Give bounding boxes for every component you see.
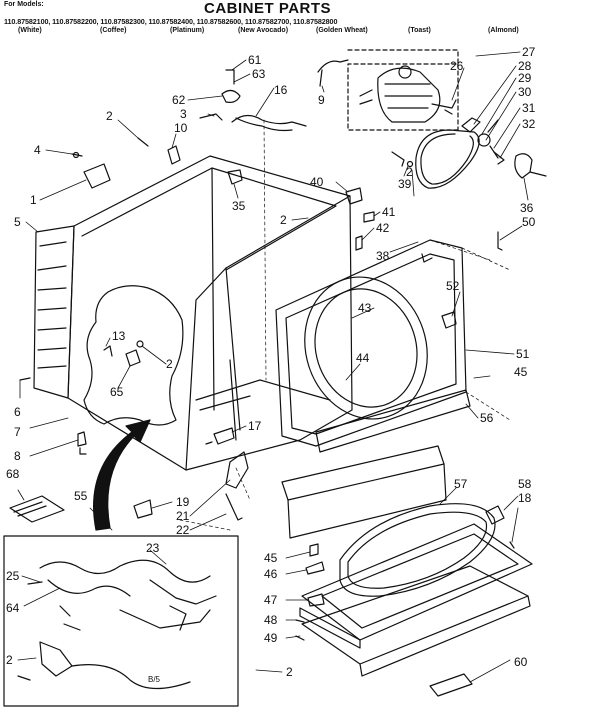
callout-27: 27 <box>522 45 536 59</box>
callout-26: 26 <box>450 59 464 73</box>
color-new-avocado: (New Avocado) <box>238 27 289 34</box>
callout-42: 42 <box>376 221 390 235</box>
callout-21: 21 <box>176 509 190 523</box>
part-9-wire <box>317 59 349 87</box>
color-platinum: (Platinum) <box>170 27 205 34</box>
wiring-harness <box>17 559 217 690</box>
callout-31: 31 <box>522 101 536 115</box>
page-reference: B/5 <box>148 675 161 684</box>
callout-28: 28 <box>518 59 532 73</box>
model-numbers: 110.87582100, 110.87582200, 110.87582300… <box>4 17 338 26</box>
callout-13: 13 <box>112 329 126 343</box>
for-models-label: For Models: <box>4 1 44 8</box>
callout-58: 58 <box>518 477 532 491</box>
color-white: (White) <box>18 27 42 34</box>
callout-55: 55 <box>74 489 88 503</box>
callout-38: 38 <box>376 249 390 263</box>
callout-19: 19 <box>176 495 190 509</box>
callout-2c: 2 <box>406 165 413 179</box>
page-title: CABINET PARTS <box>204 0 332 17</box>
installation-manual <box>9 495 65 523</box>
front-panel <box>275 239 467 447</box>
callout-39: 39 <box>398 177 412 191</box>
callout-41: 41 <box>382 205 396 219</box>
callout-30: 30 <box>518 85 532 99</box>
callout-51: 51 <box>516 347 530 361</box>
callout-46: 46 <box>264 567 278 581</box>
color-coffee: (Coffee) <box>100 27 127 34</box>
drive-belt <box>415 129 480 189</box>
callout-61: 61 <box>248 53 262 67</box>
idler-assembly <box>461 117 505 165</box>
color-labels: (White) (Coffee) (Platinum) (New Avocado… <box>0 27 608 39</box>
callout-arrow <box>93 419 151 531</box>
callout-62: 62 <box>172 93 186 107</box>
door-handle <box>429 673 473 697</box>
callout-35: 35 <box>232 199 246 213</box>
callout-1: 1 <box>30 193 37 207</box>
part-1-bracket <box>83 163 111 189</box>
header: For Models: CABINET PARTS 110.87582100, … <box>0 0 608 50</box>
callout-56: 56 <box>480 411 494 425</box>
callout-22: 22 <box>176 523 190 537</box>
callout-45b: 45 <box>264 551 278 565</box>
part-36-bracket <box>514 153 533 179</box>
callout-3: 3 <box>180 107 187 121</box>
color-almond: (Almond) <box>488 27 519 34</box>
callout-57: 57 <box>454 477 468 491</box>
callout-17: 17 <box>248 419 262 433</box>
callout-5: 5 <box>14 215 21 229</box>
callout-32: 32 <box>522 117 536 131</box>
callout-45a: 45 <box>514 365 528 379</box>
callout-16: 16 <box>274 83 288 97</box>
callout-8: 8 <box>14 449 21 463</box>
callout-49: 49 <box>264 631 278 645</box>
callout-18: 18 <box>518 491 532 505</box>
callout-2e: 2 <box>6 653 13 667</box>
callout-44: 44 <box>356 351 370 365</box>
power-cord <box>231 114 307 127</box>
callout-50: 50 <box>522 215 536 229</box>
callout-7: 7 <box>14 425 21 439</box>
color-toast: (Toast) <box>408 27 431 34</box>
color-golden-wheat: (Golden Wheat) <box>316 27 368 34</box>
leader-lines <box>17 51 529 683</box>
callout-10: 10 <box>174 121 188 135</box>
callout-2a: 2 <box>106 109 113 123</box>
callout-47: 47 <box>264 593 278 607</box>
callout-36: 36 <box>520 201 534 215</box>
motor-assembly <box>347 49 461 131</box>
callout-2d: 2 <box>166 357 173 371</box>
callout-60: 60 <box>514 655 528 669</box>
wiring-inset-box <box>3 535 239 707</box>
callout-6: 6 <box>14 405 21 419</box>
callout-40: 40 <box>310 175 324 189</box>
callout-68: 68 <box>6 467 20 481</box>
callout-29: 29 <box>518 71 532 85</box>
callout-25: 25 <box>6 569 20 583</box>
door-panel-strip <box>281 445 445 501</box>
callout-23: 23 <box>146 541 160 555</box>
callout-63: 63 <box>252 67 266 81</box>
side-panel <box>33 225 75 399</box>
door-assembly <box>299 503 533 677</box>
toe-panel <box>315 389 471 453</box>
cabinet-body <box>67 155 353 471</box>
callout-2f: 2 <box>286 665 293 679</box>
callout-52: 52 <box>446 279 460 293</box>
callout-48: 48 <box>264 613 278 627</box>
callout-9: 9 <box>318 93 325 107</box>
callout-2b: 2 <box>280 213 287 227</box>
callout-4: 4 <box>34 143 41 157</box>
callout-43: 43 <box>358 301 372 315</box>
callout-64: 64 <box>6 601 20 615</box>
callout-65: 65 <box>110 385 124 399</box>
